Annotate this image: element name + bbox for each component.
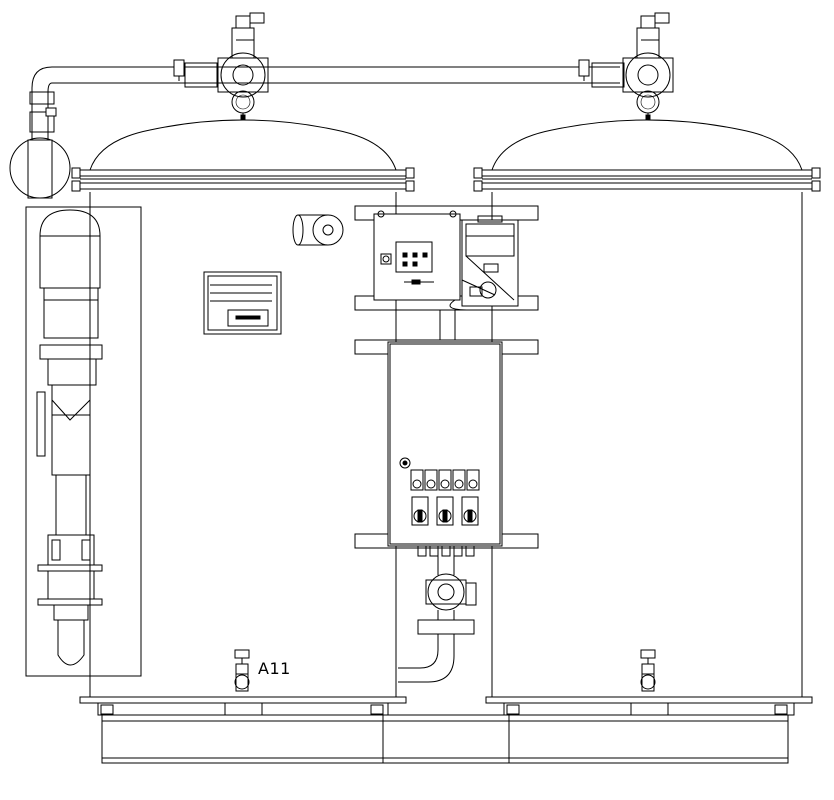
left-pressure-gauge — [231, 90, 255, 120]
timer-display-panel — [203, 271, 282, 335]
bottom-valve-assembly — [398, 556, 477, 683]
right-vessel — [473, 119, 821, 697]
controller-module — [449, 215, 519, 311]
control-box — [373, 210, 461, 301]
drain-valve-label: A11 — [258, 659, 291, 678]
right-drain-valve — [640, 649, 656, 692]
round-component — [292, 214, 344, 246]
right-pressure-gauge — [636, 90, 660, 120]
left-drain-valve — [234, 649, 250, 692]
dryer-column — [9, 137, 142, 677]
main-electrical-cabinet — [387, 341, 503, 557]
right-solenoid-valve — [622, 12, 674, 98]
left-solenoid-valve — [217, 12, 269, 98]
indicator-lamp-row — [410, 469, 480, 491]
top-manifold-pipe — [29, 59, 625, 140]
selector-switch-row — [411, 496, 479, 526]
base-frame — [79, 696, 813, 764]
